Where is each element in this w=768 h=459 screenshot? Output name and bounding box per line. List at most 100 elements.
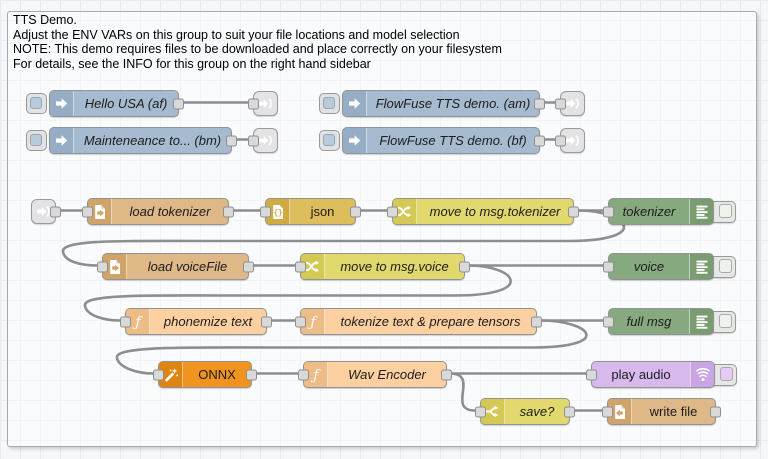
node-label: full msg	[626, 314, 672, 329]
output-port[interactable]	[534, 98, 545, 109]
link-out-node[interactable]	[248, 128, 278, 153]
svg-text:{}: {}	[273, 208, 282, 217]
input-port[interactable]	[555, 98, 566, 109]
output-port[interactable]	[568, 206, 579, 217]
output-port[interactable]	[710, 406, 721, 417]
comment-line: NOTE: This demo requires files to be dow…	[13, 42, 502, 56]
input-port[interactable]	[475, 406, 486, 417]
inject-button[interactable]	[319, 130, 340, 151]
output-port[interactable]	[226, 135, 237, 146]
svg-text:ƒ: ƒ	[307, 314, 318, 330]
inject-icon	[50, 128, 74, 153]
link-out-node[interactable]	[248, 91, 278, 116]
link-out-icon	[258, 133, 273, 148]
inject-button[interactable]	[26, 130, 47, 151]
node-play-audio[interactable]: play audio	[586, 361, 715, 388]
output-port[interactable]	[246, 369, 257, 380]
debug-node-voice[interactable]: voice	[603, 253, 714, 280]
node-label: Hello USA (af)	[84, 96, 168, 111]
output-port[interactable]	[173, 98, 184, 109]
debug-icon	[689, 254, 713, 279]
link-out-node[interactable]	[555, 128, 585, 153]
link-in-node[interactable]	[31, 199, 61, 224]
wire[interactable]	[448, 372, 477, 412]
node-move-to-msg-tokenizer[interactable]: move to msg.tokenizer	[387, 198, 579, 225]
debug-node-full-msg[interactable]: full msg	[603, 308, 714, 335]
node-tokenize-text[interactable]: ƒ tokenize text & prepare tensors	[295, 308, 542, 335]
node-label: write file	[649, 404, 698, 419]
node-label: json	[310, 204, 335, 219]
node-move-to-msg-voice[interactable]: move to msg.voice	[295, 253, 470, 280]
link-out-icon	[258, 96, 273, 111]
node-write-file[interactable]: write file	[602, 398, 721, 425]
input-port[interactable]	[603, 261, 614, 272]
node-save-switch[interactable]: save?	[475, 398, 575, 425]
inject-node-flowfuse-bf[interactable]: FlowFuse TTS demo. (bf)	[319, 127, 545, 154]
input-port[interactable]	[602, 406, 613, 417]
wire[interactable]	[83, 264, 512, 322]
inject-button[interactable]	[26, 93, 47, 114]
node-label: FlowFuse TTS demo. (am)	[375, 96, 531, 111]
svg-text:ƒ: ƒ	[310, 367, 321, 383]
input-port[interactable]	[120, 316, 131, 327]
inject-icon	[343, 128, 367, 153]
node-load-tokenizer[interactable]: load tokenizer	[82, 198, 234, 225]
output-port[interactable]	[531, 316, 542, 327]
output-port[interactable]	[534, 135, 545, 146]
debug-icon	[689, 199, 713, 224]
output-port[interactable]	[223, 206, 234, 217]
node-onnx[interactable]: ONNX	[153, 361, 257, 388]
output-port[interactable]	[564, 406, 575, 417]
inject-button[interactable]	[319, 93, 340, 114]
node-label: ONNX	[198, 367, 236, 382]
input-port[interactable]	[295, 316, 306, 327]
inject-node-maintenance[interactable]: Mainteneance to... (bm)	[26, 127, 237, 154]
debug-icon	[689, 309, 713, 334]
magic-wand-icon	[159, 362, 183, 387]
input-port[interactable]	[603, 316, 614, 327]
node-label: tokenize text & prepare tensors	[340, 314, 521, 329]
output-port[interactable]	[350, 206, 361, 217]
output-port[interactable]	[50, 206, 61, 217]
group-comment[interactable]: TTS Demo. Adjust the ENV VARs on this gr…	[13, 13, 502, 71]
node-label: tokenizer	[622, 204, 676, 219]
node-label: FlowFuse TTS demo. (bf)	[379, 133, 527, 148]
input-port[interactable]	[387, 206, 398, 217]
input-port[interactable]	[97, 261, 108, 272]
output-port[interactable]	[441, 369, 452, 380]
inject-node-flowfuse-am[interactable]: FlowFuse TTS demo. (am)	[319, 90, 545, 117]
node-label: Wav Encoder	[348, 367, 426, 382]
node-json[interactable]: {} json	[260, 198, 361, 225]
input-port[interactable]	[298, 369, 309, 380]
input-port[interactable]	[603, 206, 614, 217]
node-label: Mainteneance to... (bm)	[83, 133, 222, 148]
link-in-icon	[36, 204, 51, 219]
input-port[interactable]	[153, 369, 164, 380]
debug-node-tokenizer[interactable]: tokenizer	[603, 198, 714, 225]
output-port[interactable]	[261, 316, 272, 327]
node-label: load voiceFile	[147, 259, 228, 274]
input-port[interactable]	[248, 98, 259, 109]
node-label: save?	[519, 404, 555, 419]
input-port[interactable]	[295, 261, 306, 272]
input-port[interactable]	[260, 206, 271, 217]
output-port[interactable]	[459, 261, 470, 272]
inject-node-hello-usa[interactable]: Hello USA (af)	[26, 90, 184, 117]
node-load-voicefile[interactable]: load voiceFile	[97, 253, 254, 280]
input-port[interactable]	[586, 369, 597, 380]
audio-waves-icon	[690, 362, 714, 387]
input-port[interactable]	[555, 135, 566, 146]
comment-line: Adjust the ENV VARs on this group to sui…	[13, 27, 460, 42]
node-label: move to msg.tokenizer	[429, 204, 561, 219]
output-port[interactable]	[243, 261, 254, 272]
node-phonemize-text[interactable]: ƒ phonemize text	[120, 308, 272, 335]
node-wav-encoder[interactable]: ƒ Wav Encoder	[298, 361, 452, 388]
inject-icon	[343, 91, 367, 116]
node-label: play audio	[611, 367, 671, 382]
input-port[interactable]	[248, 135, 259, 146]
input-port[interactable]	[82, 206, 93, 217]
wire[interactable]	[115, 319, 588, 375]
link-out-node[interactable]	[555, 91, 585, 116]
